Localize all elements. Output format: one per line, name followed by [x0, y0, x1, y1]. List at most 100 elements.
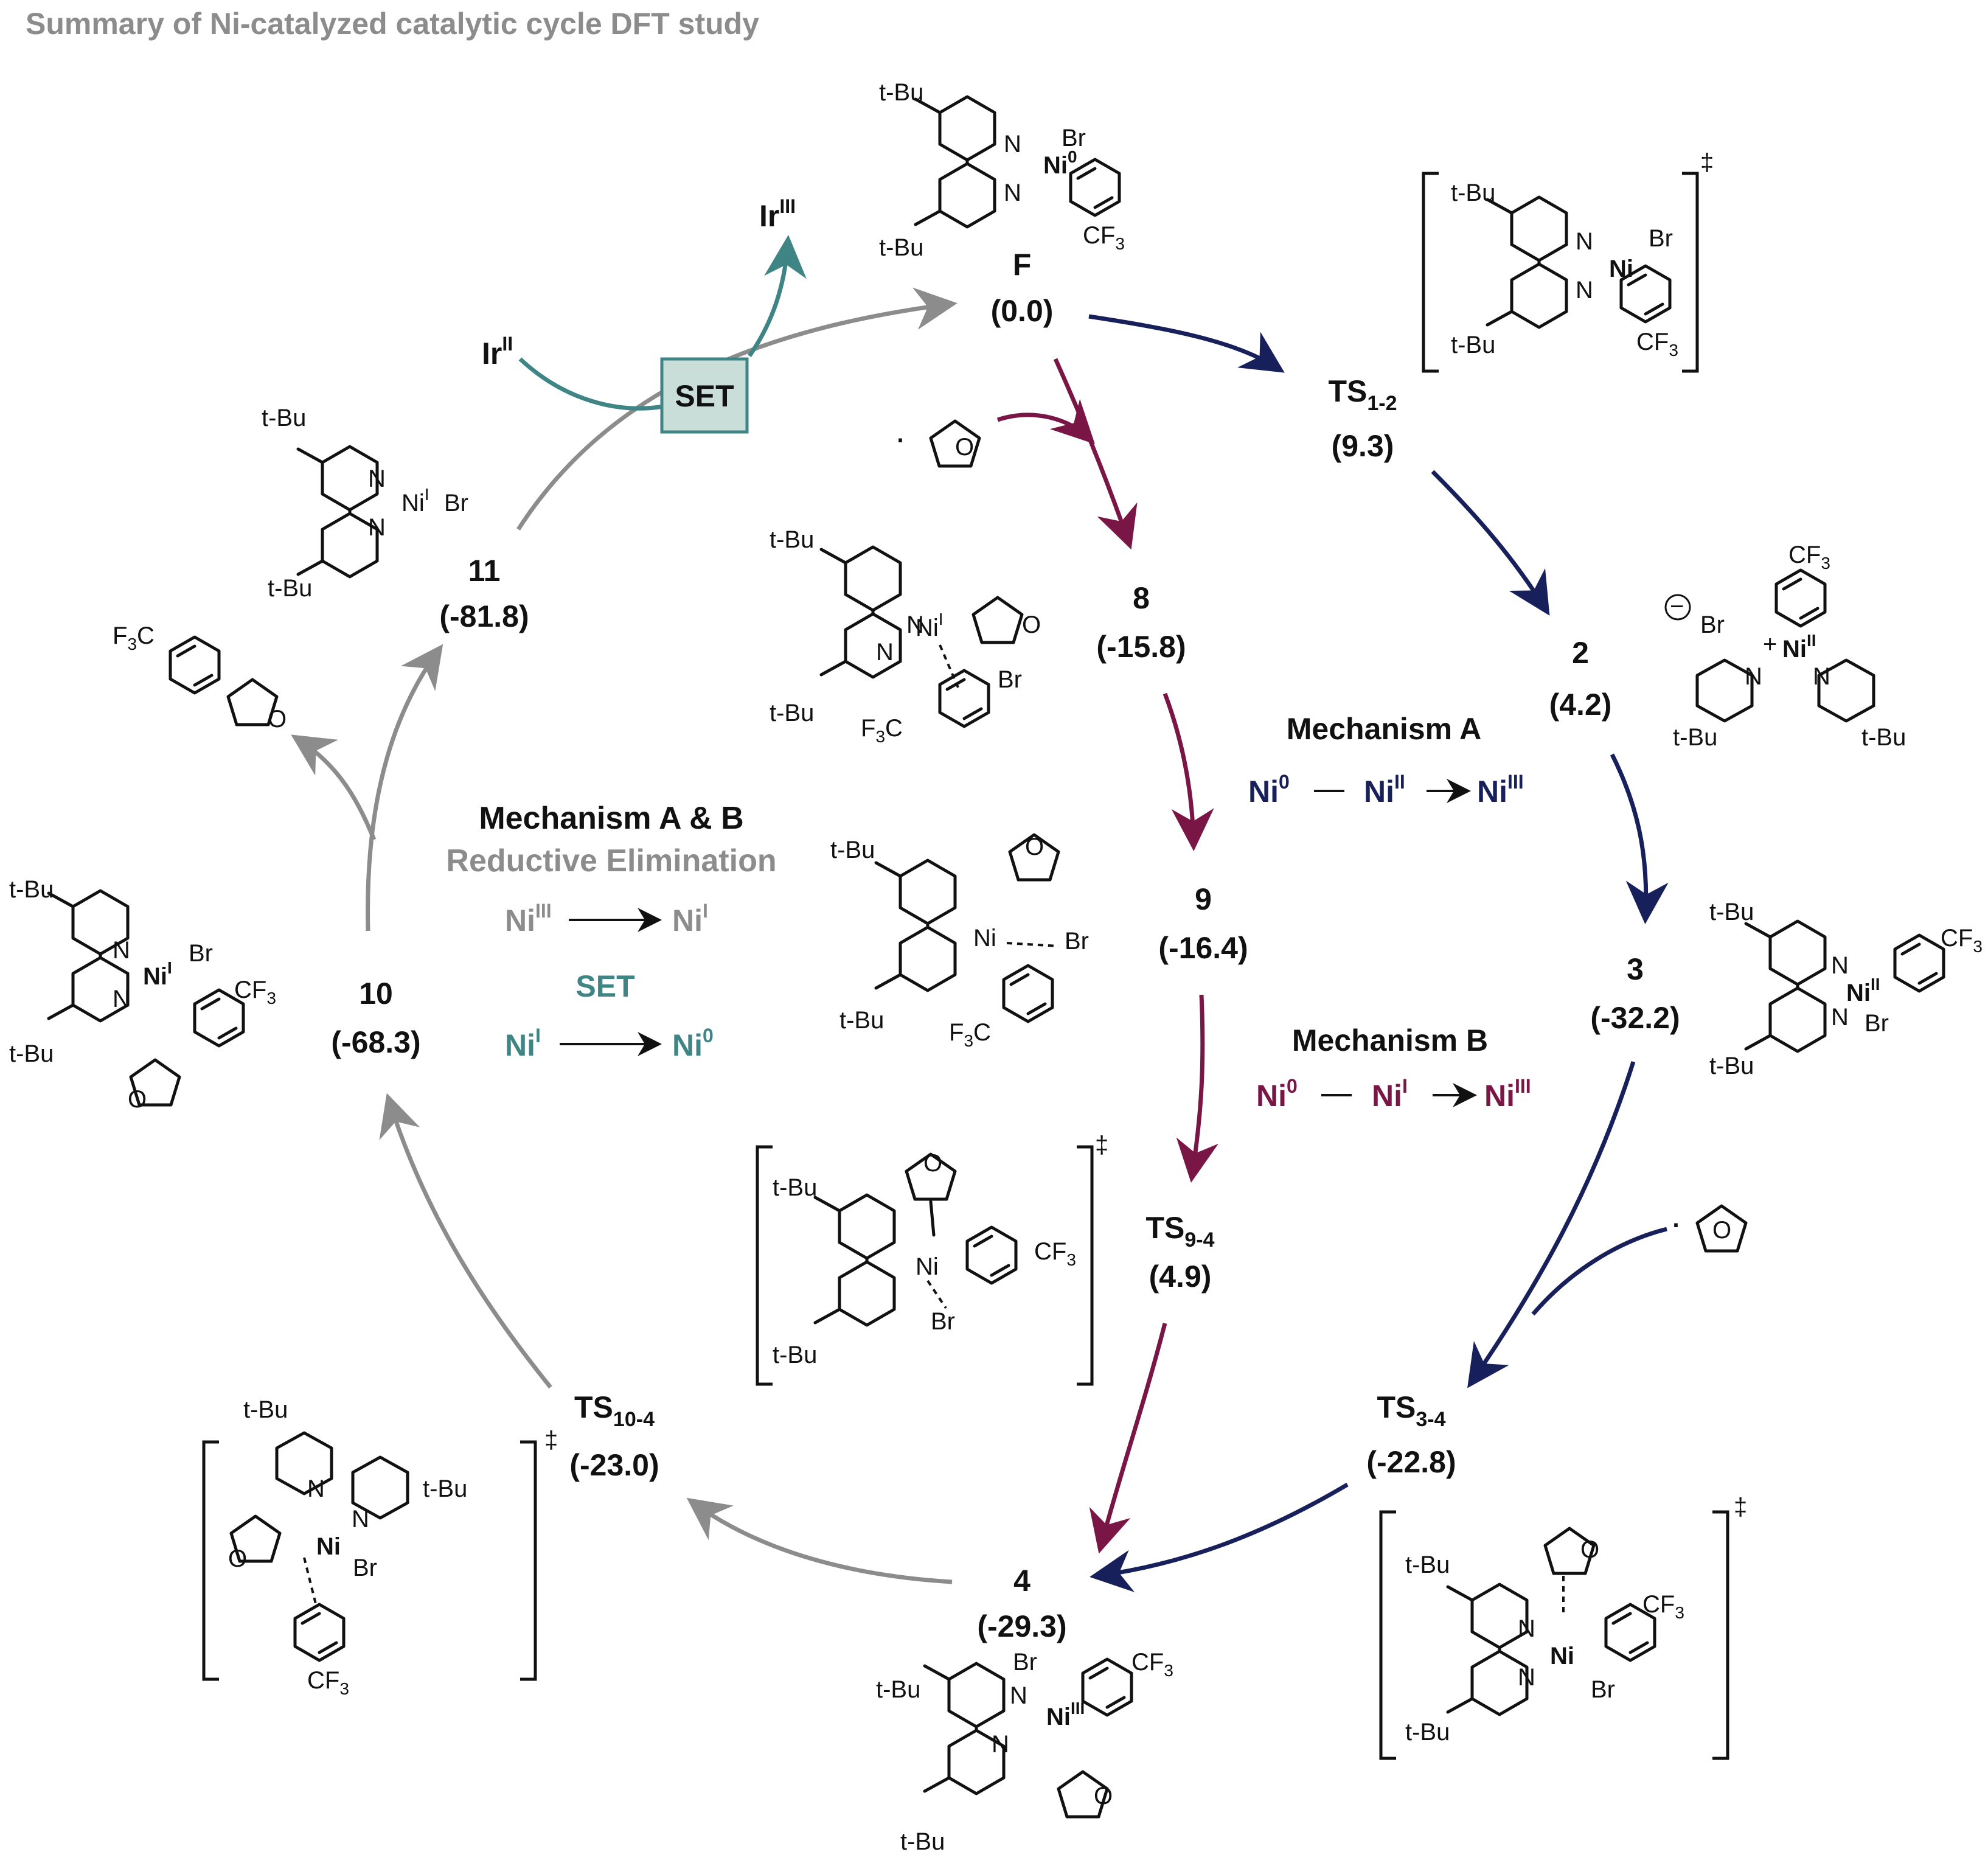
dagger: ‡: [1095, 1132, 1108, 1158]
tbu-label: t-Bu: [1709, 1053, 1754, 1079]
ir-ii-label: IrII: [482, 333, 513, 371]
n-label: N: [1831, 1004, 1849, 1031]
arrow-thf-radical-to-TS34: [1531, 1227, 1667, 1316]
mechanism-b: Mechanism B Ni0 NiI NiIII: [1256, 1023, 1531, 1113]
ni-label: Ni: [1550, 1643, 1574, 1670]
energy-8: (-15.8): [1096, 630, 1186, 664]
radical-dot: ·: [1670, 1202, 1682, 1243]
structure-TS34: ‡ O t-Bu t-Bu N N Ni CF3 Br: [1379, 1494, 1747, 1760]
n-label: N: [1010, 1682, 1027, 1709]
tbu-label: t-Bu: [876, 1676, 920, 1703]
tbu-label: t-Bu: [830, 837, 875, 863]
o-label: O: [923, 1150, 942, 1177]
arrow-IrII-into-SET: [518, 357, 664, 411]
br-label: Br: [1013, 1649, 1037, 1676]
structure-F: t-Bu t-Bu N N Ni0 Br CF3: [879, 79, 1125, 261]
species-4: 4 (-29.3): [977, 1564, 1066, 1643]
energy-TS12: (9.3): [1332, 429, 1394, 463]
tbu-label: t-Bu: [773, 1342, 817, 1368]
mechanism-a-title: Mechanism A: [1287, 712, 1481, 746]
plus-sign: +: [1763, 631, 1777, 658]
tbu-label: t-Bu: [839, 1007, 884, 1034]
label-3: 3: [1627, 952, 1644, 986]
arrow-2-to-3: [1610, 753, 1669, 924]
n-label: N: [876, 639, 894, 666]
ni-label: NiII: [1782, 631, 1816, 663]
n-label: N: [1745, 663, 1762, 690]
label-TS94: TS9-4: [1145, 1211, 1214, 1252]
arrow-thf-radical-to-8: [996, 399, 1095, 444]
set-label-mid: SET: [575, 969, 634, 1003]
tbu-label: t-Bu: [1861, 724, 1906, 751]
figure-title: Summary of Ni-catalyzed catalytic cycle …: [26, 7, 759, 41]
n-label: N: [906, 611, 924, 638]
energy-TS34: (-22.8): [1366, 1445, 1456, 1479]
n-label: N: [368, 465, 386, 492]
structure-TS94: ‡ O t-Bu t-Bu Ni CF3 Br: [756, 1132, 1108, 1386]
cf3-label: CF3: [1941, 925, 1983, 956]
arrow-8-to-9: [1163, 692, 1214, 851]
o-label: O: [228, 1545, 247, 1572]
dagger: ‡: [544, 1427, 558, 1454]
ni-label: Ni: [916, 1253, 939, 1280]
n-label: N: [113, 937, 130, 964]
thf-radical-right: · O: [1670, 1202, 1746, 1251]
arrow-F-to-8: [1053, 358, 1138, 550]
br-label: Br: [1649, 225, 1673, 252]
set-box: [660, 357, 749, 434]
o-label: O: [128, 1086, 147, 1113]
energy-TS94: (4.9): [1149, 1259, 1212, 1294]
tbu-label: t-Bu: [900, 1828, 945, 1855]
tbu-label: t-Bu: [9, 1040, 54, 1067]
species-9: 9 (-16.4): [1158, 882, 1248, 965]
ni-label: NiIII: [1046, 1699, 1085, 1730]
arrow-3-to-TS34: [1467, 1060, 1636, 1388]
re-from: NiIII: [505, 900, 552, 938]
n-label: N: [113, 986, 130, 1012]
arrow-TS104-to-10: [379, 1093, 552, 1389]
br-label: Br: [1700, 611, 1725, 638]
mechanism-a-s3: NiIII: [1477, 771, 1524, 809]
mechanism-a-s1: Ni0: [1248, 771, 1290, 809]
mechanism-a-s2: NiII: [1364, 771, 1405, 809]
tbu-label: t-Bu: [773, 1174, 817, 1201]
species-TS34: TS3-4 (-22.8): [1366, 1390, 1456, 1479]
ni-label: Ni0: [1043, 147, 1077, 179]
structure-11: t-Bu t-Bu N N NiI Br: [262, 405, 468, 602]
label-TS104: TS10-4: [574, 1390, 655, 1431]
set-box-label: SET: [675, 379, 734, 413]
tbu-label: t-Bu: [1451, 332, 1495, 358]
energy-2: (4.2): [1549, 688, 1612, 722]
o-label: O: [1025, 834, 1044, 860]
br-label: Br: [931, 1308, 955, 1335]
cf3-label: CF3: [1636, 329, 1678, 360]
ni-label: NiI: [143, 958, 172, 990]
label-4: 4: [1013, 1564, 1030, 1598]
set-from: NiI: [505, 1025, 541, 1062]
structure-4: t-Bu t-Bu N N Br NiIII CF3 O: [876, 1649, 1173, 1855]
label-10: 10: [359, 977, 393, 1011]
label-8: 8: [1133, 581, 1150, 615]
f3c-label: F3C: [861, 715, 903, 746]
thf-radical-top: · O: [894, 417, 979, 466]
re-to: NiI: [672, 900, 708, 938]
energy-3: (-32.2): [1590, 1001, 1680, 1035]
energy-9: (-16.4): [1158, 931, 1248, 965]
radical-dot: ·: [894, 417, 906, 458]
br-label: Br: [1865, 1010, 1889, 1037]
n-label: N: [1576, 277, 1593, 304]
tbu-label: t-Bu: [879, 234, 923, 261]
species-3: 3 (-32.2): [1590, 952, 1680, 1035]
label-9: 9: [1195, 882, 1212, 916]
ni-label: Ni: [973, 925, 996, 952]
label-F: F: [1013, 248, 1032, 282]
n-label: N: [1813, 663, 1830, 690]
tbu-label: t-Bu: [262, 405, 306, 431]
ni-label: NiI: [401, 485, 429, 517]
energy-11: (-81.8): [439, 599, 529, 633]
species-8: 8 (-15.8): [1096, 581, 1186, 664]
energy-4: (-29.3): [977, 1609, 1066, 1643]
structure-product: F3C O: [113, 622, 287, 733]
dagger: ‡: [1700, 149, 1714, 176]
